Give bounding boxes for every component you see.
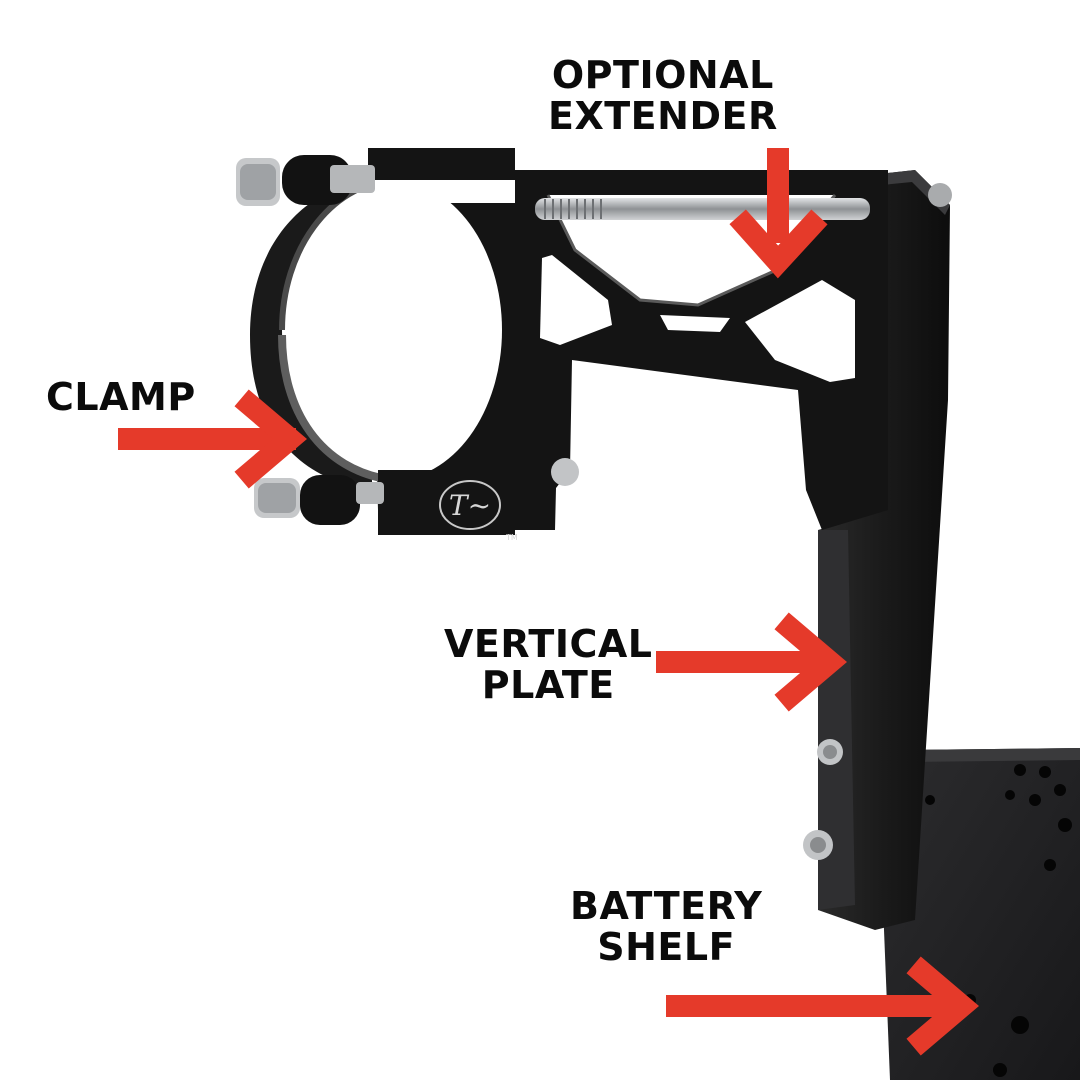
label-battery-shelf: BATTERY SHELF xyxy=(570,884,763,970)
label-optional-extender-line-2: EXTENDER xyxy=(548,94,778,139)
label-vertical-plate: VERTICAL PLATE xyxy=(444,622,653,708)
vertical-plate xyxy=(803,170,952,930)
label-battery-shelf-line-1: BATTERY xyxy=(570,884,763,928)
label-vertical-plate-line-2: PLATE xyxy=(481,663,615,708)
label-clamp-line-1: CLAMP xyxy=(46,375,196,419)
label-optional-extender-line-1: OPTIONAL xyxy=(551,53,774,97)
label-optional-extender: OPTIONAL EXTENDER xyxy=(548,53,778,139)
label-vertical-plate-line-1: VERTICAL xyxy=(444,622,653,666)
brand-logo xyxy=(439,480,501,530)
arrow-optional-extender xyxy=(729,148,828,279)
brand-logo-mark: T~ xyxy=(449,489,491,522)
arrow-battery-shelf xyxy=(666,956,979,1056)
label-battery-shelf-line-2: SHELF xyxy=(597,925,736,970)
clamp xyxy=(250,148,515,535)
arrow-vertical-plate xyxy=(656,612,847,712)
extender-rod xyxy=(535,198,870,220)
clamp-bolts xyxy=(236,158,579,518)
trademark-symbol: TM xyxy=(505,533,518,542)
label-clamp: CLAMP xyxy=(46,375,196,419)
arrow-clamp xyxy=(118,389,307,489)
